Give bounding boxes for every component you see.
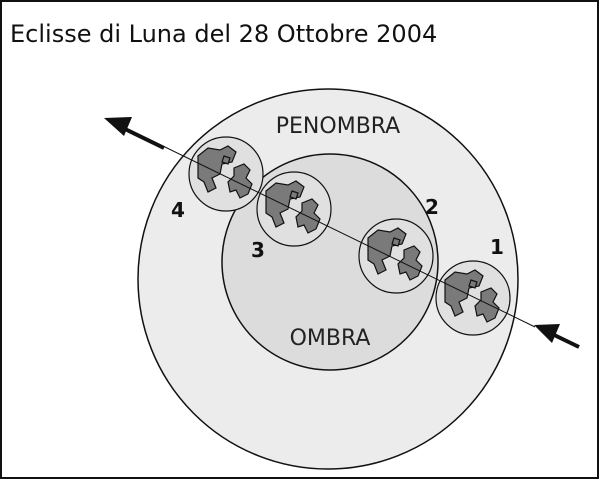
moon-4-number: 4 [171,198,185,222]
moon-path-line [129,129,536,328]
moon-1-number: 1 [490,235,504,259]
diagram-title: Eclisse di Luna del 28 Ottobre 2004 [10,20,437,48]
moon-1 [435,260,511,336]
moon-3-number: 3 [251,238,265,262]
moon-2-number: 2 [425,195,439,219]
arrow-left-icon [104,117,165,150]
umbra-label: OMBRA [290,326,371,351]
moon-3 [256,171,332,247]
moon-4 [188,136,264,212]
moon-2 [358,218,434,294]
penumbra-label: PENOMBRA [276,114,400,139]
arrow-right-icon [534,324,580,349]
